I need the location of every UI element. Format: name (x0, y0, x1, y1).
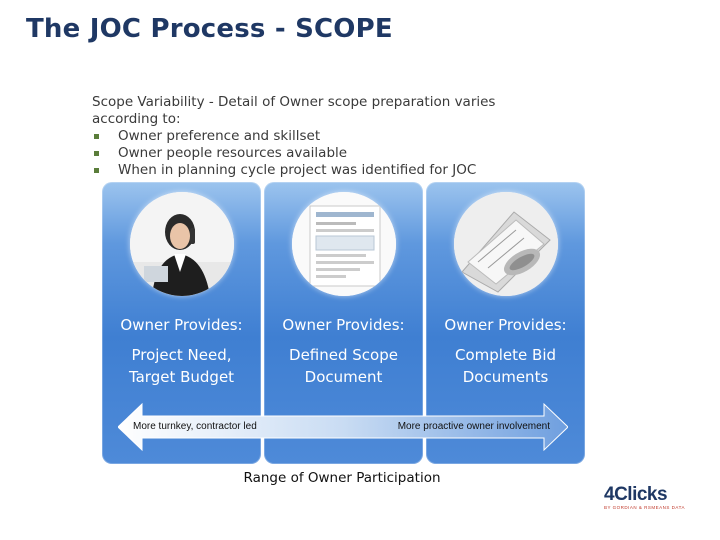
logo-tagline: BY GORDIAN & RSMEANS DATA (604, 505, 694, 511)
businesswoman-phone-photo (130, 192, 234, 296)
bullet-square-icon (94, 168, 99, 173)
bullet-item: When in planning cycle project was ident… (92, 162, 562, 179)
column-heading: Owner Provides: (264, 316, 423, 334)
bullet-square-icon (94, 151, 99, 156)
column-heading: Owner Provides: (102, 316, 261, 334)
owner-involvement-label: More proactive owner involvement (398, 421, 550, 432)
bullet-square-icon (94, 134, 99, 139)
scope-document-photo (292, 192, 396, 296)
intro-line-1: Scope Variability - Detail of Owner scop… (92, 94, 562, 111)
participation-range-arrow: More turnkey, contractor led More proact… (118, 402, 568, 452)
column-detail: Project Need, Target Budget (102, 344, 261, 388)
4clicks-logo: 4Clicks BY GORDIAN & RSMEANS DATA (604, 485, 694, 515)
range-caption: Range of Owner Participation (222, 470, 462, 486)
column-heading: Owner Provides: (426, 316, 585, 334)
slide-title: The JOC Process - SCOPE (26, 14, 393, 44)
intro-text: Scope Variability - Detail of Owner scop… (92, 94, 562, 179)
logo-text: 4Clicks (604, 485, 694, 505)
column-detail: Defined Scope Document (264, 344, 423, 388)
bullet-list: Owner preference and skillset Owner peop… (92, 128, 562, 179)
bullet-item: Owner preference and skillset (92, 128, 562, 145)
turnkey-label: More turnkey, contractor led (133, 421, 257, 432)
column-detail: Complete Bid Documents (426, 344, 585, 388)
blueprint-drawings-photo (454, 192, 558, 296)
bullet-item: Owner people resources available (92, 145, 562, 162)
intro-line-2: according to: (92, 111, 562, 128)
